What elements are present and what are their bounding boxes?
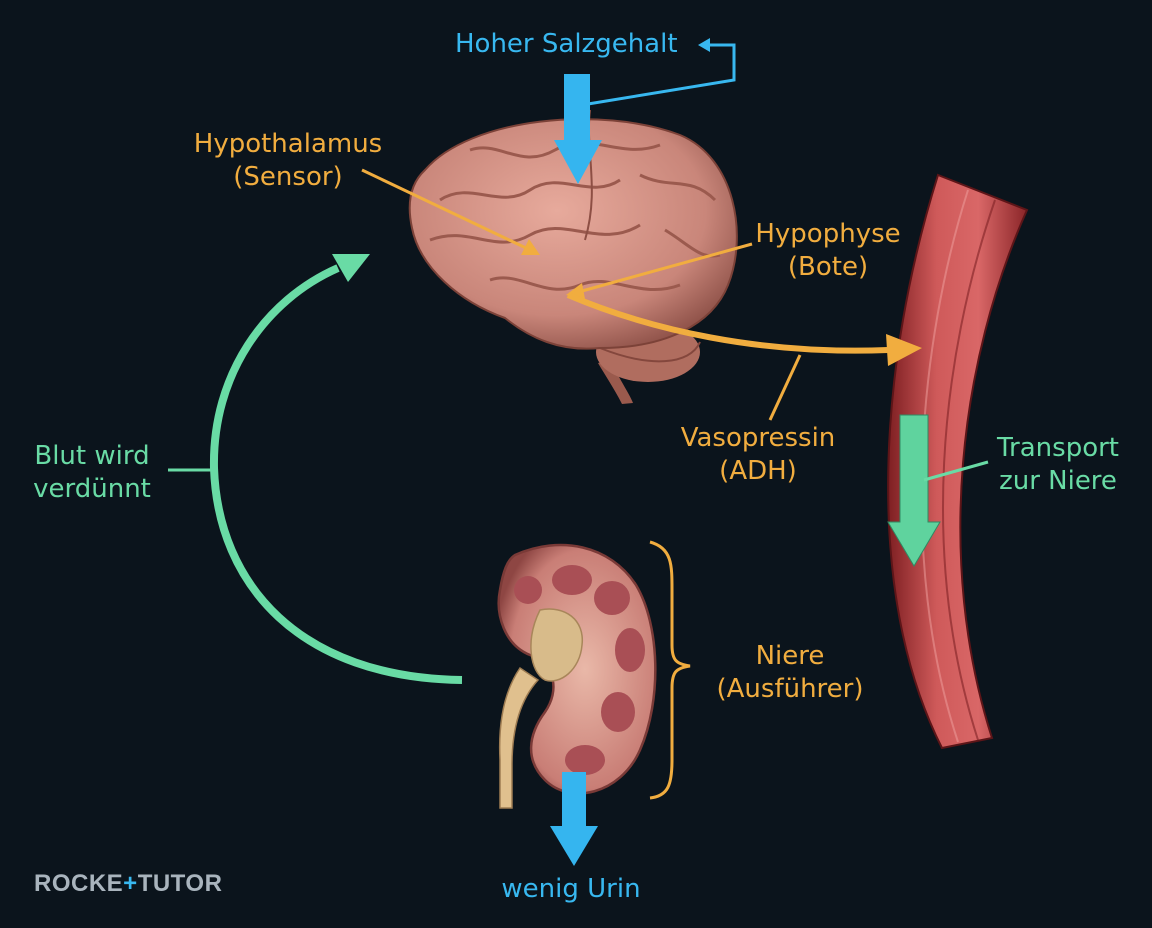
kidney-role-text: (Ausführer): [716, 674, 864, 704]
hypothalamus-label: Hypothalamus (Sensor): [188, 128, 388, 194]
dilution-loop-arrow: [168, 254, 463, 684]
blood-dilution-label: Blut wird verdünnt: [22, 440, 162, 506]
transport-arrow: [887, 414, 989, 567]
logo-text-right: TUTOR: [137, 870, 223, 897]
kidney-text: Niere: [755, 641, 825, 671]
transport-text-1: Transport: [996, 433, 1119, 463]
kidney-label: Niere (Ausführer): [700, 640, 880, 706]
urine-label: wenig Urin: [486, 873, 656, 906]
salt-text: Hoher Salzgehalt: [455, 29, 678, 59]
vasopressin-abbr-text: (ADH): [719, 456, 797, 486]
transport-text-2: zur Niere: [999, 466, 1117, 496]
kidney-bracket: [649, 540, 691, 800]
kidney-icon: [497, 543, 657, 809]
transport-label: Transport zur Niere: [978, 432, 1138, 498]
logo-text-left: ROCKE: [34, 870, 124, 897]
blood-text-1: Blut wird: [34, 441, 150, 471]
hypophyse-label: Hypophyse (Bote): [738, 218, 918, 284]
vasopressin-label: Vasopressin (ADH): [668, 422, 848, 488]
urine-text: wenig Urin: [501, 874, 641, 904]
logo-plus: +: [123, 870, 138, 897]
hypothalamus-pointer: [361, 168, 540, 255]
hypophyse-role-text: (Bote): [787, 252, 869, 282]
brain-icon: [408, 109, 738, 404]
brand-logo: ROCKE+TUTOR: [34, 870, 222, 898]
urine-arrow: [550, 772, 598, 866]
vasopressin-text: Vasopressin: [680, 423, 836, 453]
salt-input-arrow: [554, 38, 736, 184]
blood-text-2: verdünnt: [33, 474, 151, 504]
vasopressin-arrow: [566, 292, 922, 421]
salt-label: Hoher Salzgehalt: [455, 28, 678, 61]
hypothalamus-role-text: (Sensor): [233, 162, 343, 192]
hypophyse-text: Hypophyse: [755, 219, 901, 249]
hypothalamus-text: Hypothalamus: [193, 129, 383, 159]
